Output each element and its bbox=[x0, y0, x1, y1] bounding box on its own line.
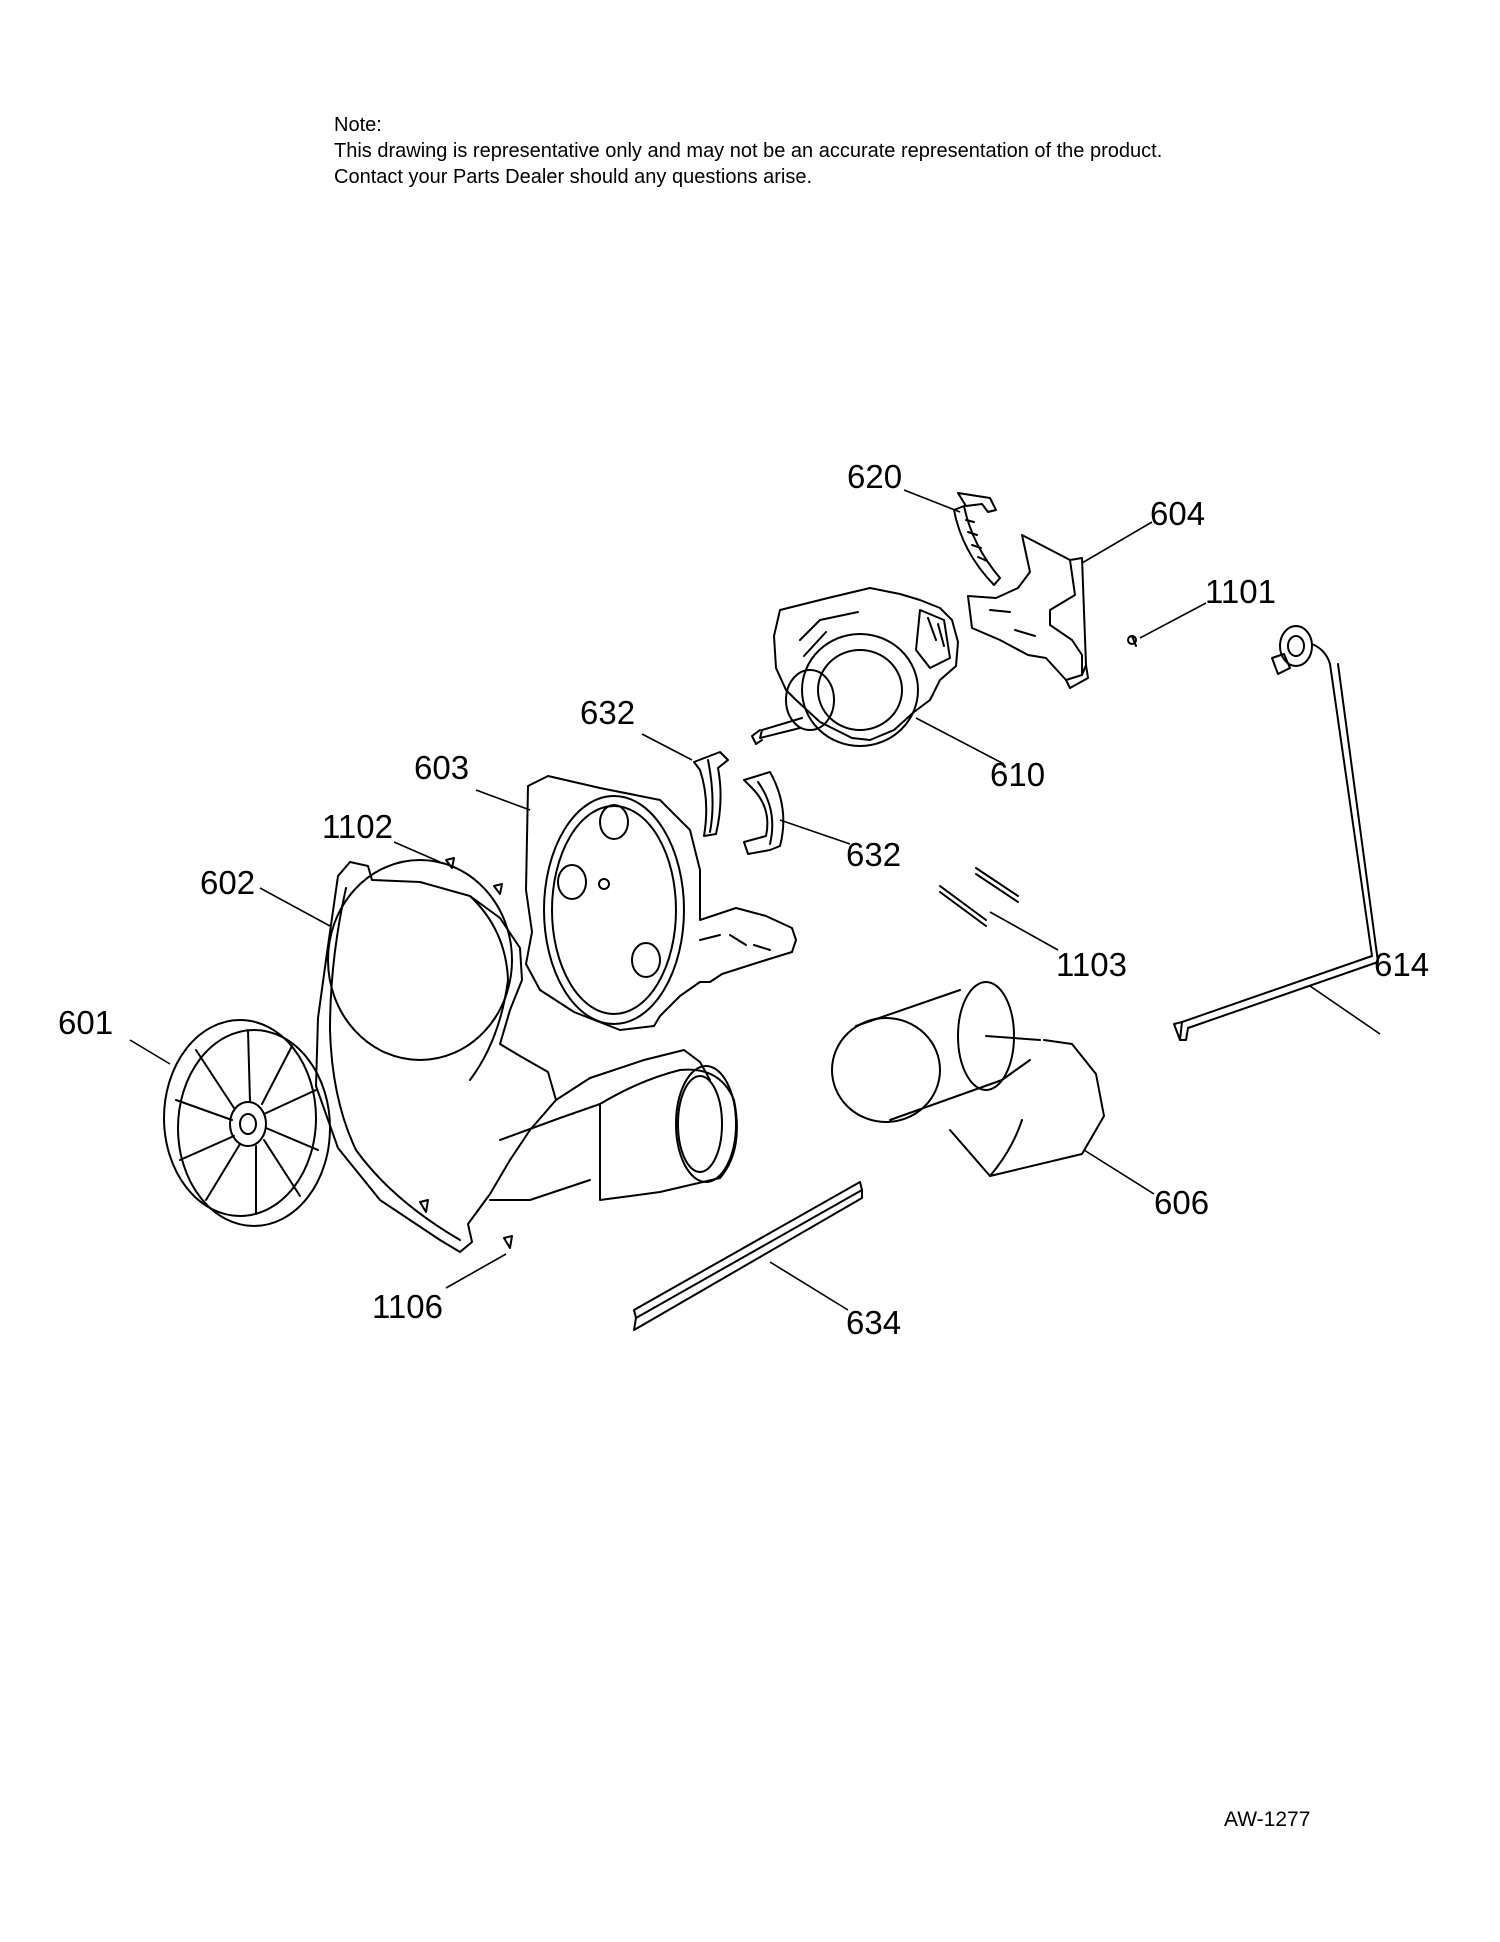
part-602-housing-front bbox=[315, 859, 711, 1253]
part-1102-screws bbox=[445, 857, 503, 895]
part-606-exhaust-duct bbox=[831, 981, 1105, 1177]
note-line-2: Contact your Parts Dealer should any que… bbox=[334, 166, 813, 188]
note-line-1: This drawing is representative only and … bbox=[334, 140, 1163, 162]
part-614-idler-pulley bbox=[1173, 625, 1379, 1041]
part-601-blower-wheel bbox=[163, 1019, 331, 1227]
callout-614: 614 bbox=[1374, 946, 1429, 983]
part-1101-screw bbox=[1127, 635, 1137, 647]
callout-1102: 1102 bbox=[322, 808, 393, 845]
part-1103-bolts bbox=[939, 867, 1019, 927]
callout-632-lower: 632 bbox=[846, 836, 901, 873]
callout-1103: 1103 bbox=[1056, 946, 1127, 983]
part-602-outlet bbox=[599, 1065, 738, 1201]
callout-634: 634 bbox=[846, 1304, 901, 1341]
callout-1101: 1101 bbox=[1205, 573, 1276, 610]
callout-labels: 620 604 1101 632 603 610 1102 632 602 11… bbox=[58, 458, 1429, 1341]
part-603-housing-back bbox=[525, 775, 797, 1031]
note-heading: Note: bbox=[334, 114, 382, 136]
part-1106-screws bbox=[419, 1199, 513, 1249]
part-604-mount-bracket bbox=[967, 534, 1089, 689]
callout-601: 601 bbox=[58, 1004, 113, 1041]
callout-610: 610 bbox=[990, 756, 1045, 793]
callout-620: 620 bbox=[847, 458, 902, 495]
part-610-drive-motor bbox=[751, 587, 959, 747]
callout-603: 603 bbox=[414, 749, 469, 786]
callout-604: 604 bbox=[1150, 495, 1205, 532]
callout-632-upper: 632 bbox=[580, 694, 635, 731]
disclaimer-note: Note: This drawing is representative onl… bbox=[334, 112, 1162, 190]
part-632-lower-clip bbox=[743, 771, 785, 855]
callout-1106: 1106 bbox=[372, 1288, 443, 1325]
callout-606: 606 bbox=[1154, 1184, 1209, 1221]
part-634-seal-strip bbox=[633, 1181, 863, 1331]
reference-code: AW-1277 bbox=[1224, 1808, 1311, 1831]
part-632-upper-clip bbox=[693, 751, 729, 837]
leader-lines bbox=[129, 489, 1381, 1311]
callout-602: 602 bbox=[200, 864, 255, 901]
part-620-bracket bbox=[953, 492, 1001, 586]
